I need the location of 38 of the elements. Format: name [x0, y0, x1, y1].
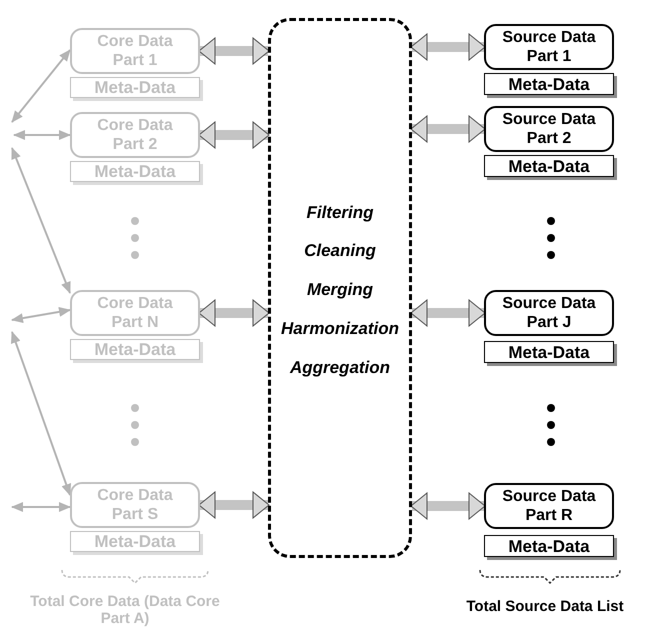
metadata-box: Meta-Data: [70, 161, 200, 182]
metadata-box: Meta-Data: [484, 341, 614, 363]
metadata-box: Meta-Data: [70, 77, 200, 98]
data-box: Source Data Part 2: [484, 106, 614, 152]
data-box: Core Data Part S: [70, 482, 200, 528]
process-box: [268, 18, 412, 558]
metadata-box: Meta-Data: [70, 339, 200, 360]
step-label: Merging: [306, 280, 374, 299]
arrow: [11, 306, 71, 324]
arrow: [13, 130, 71, 140]
data-box: Source Data Part R: [484, 483, 614, 529]
double-arrow: [198, 38, 270, 64]
metadata-box: Meta-Data: [484, 535, 614, 557]
double-arrow: [198, 122, 270, 148]
data-box: Source Data Part 1: [484, 24, 614, 70]
double-arrow: [198, 492, 270, 518]
double-arrow: [410, 34, 486, 60]
data-box: Core Data Part 2: [70, 112, 200, 158]
arrow: [10, 331, 72, 496]
double-arrow: [198, 300, 270, 326]
double-arrow: [410, 116, 486, 142]
double-arrow: [410, 492, 486, 520]
metadata-box: Meta-Data: [484, 73, 614, 95]
step-label: Cleaning: [303, 241, 377, 260]
metadata-box: Meta-Data: [484, 155, 614, 177]
footer-label: Total Core Data (Data Core Part A): [29, 593, 221, 627]
arrow: [11, 502, 71, 512]
step-label: Aggregation: [288, 358, 392, 377]
data-box: Core Data Part N: [70, 290, 200, 336]
data-box: Source Data Part J: [484, 290, 614, 336]
metadata-box: Meta-Data: [70, 531, 200, 552]
step-label: Filtering: [305, 203, 375, 222]
double-arrow: [410, 300, 486, 326]
arrow: [11, 147, 71, 294]
step-label: Harmonization: [280, 319, 400, 338]
arrow: [11, 49, 71, 123]
footer-label: Total Source Data List: [465, 598, 625, 615]
data-box: Core Data Part 1: [70, 28, 200, 74]
